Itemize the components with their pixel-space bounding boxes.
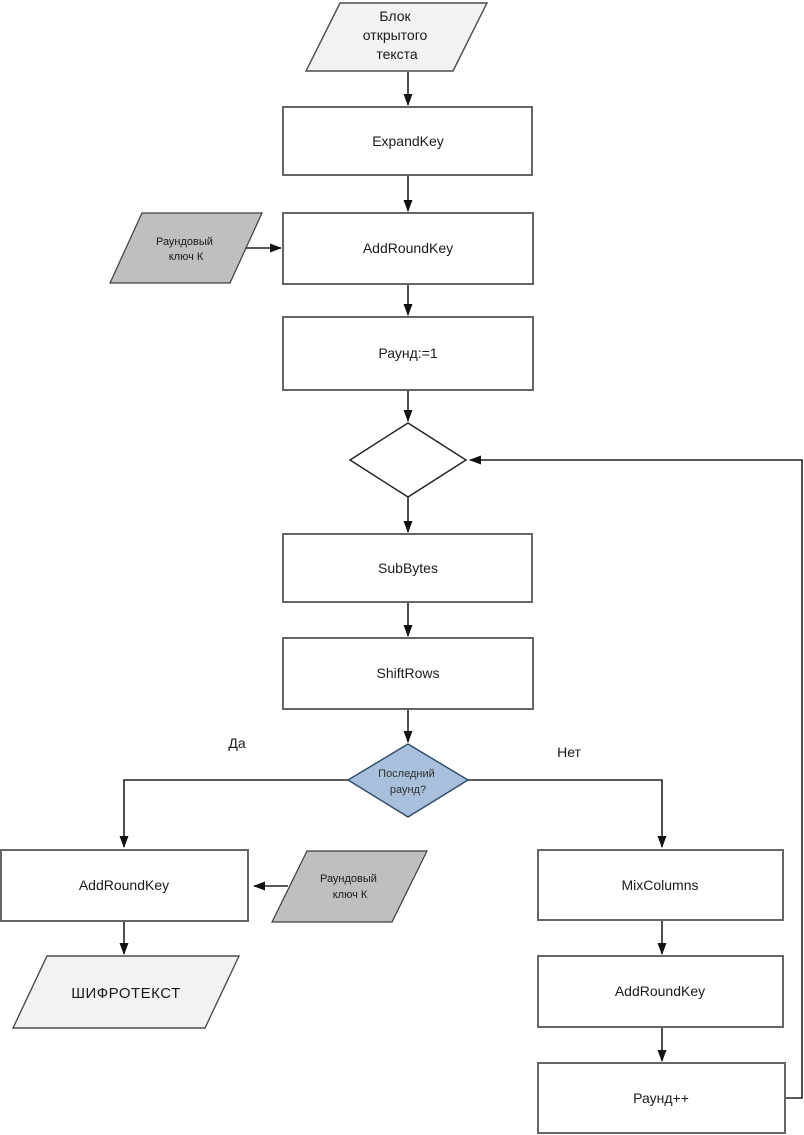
last-round-diamond bbox=[346, 743, 470, 818]
edges bbox=[119, 72, 803, 1099]
node-shift-rows: ShiftRows bbox=[282, 637, 534, 710]
round-key-top-label: Раундовый ключ К bbox=[156, 236, 216, 263]
node-expand-key: ExpandKey bbox=[282, 106, 533, 176]
mix-columns-box bbox=[537, 849, 784, 921]
add-round-key-top-box bbox=[282, 212, 534, 285]
plaintext-parallelogram bbox=[304, 2, 489, 72]
node-round-increment: Раунд++ bbox=[537, 1062, 786, 1134]
branch-labels: Да Нет bbox=[228, 735, 581, 760]
ciphertext-parallelogram bbox=[11, 955, 241, 1029]
mix-columns-label: MixColumns bbox=[621, 877, 698, 893]
node-round-key-input-final: Раундовый ключ К bbox=[271, 850, 428, 923]
round-key-final-label: Раундовый ключ К bbox=[320, 873, 380, 901]
node-loop-entry-decision bbox=[348, 422, 468, 498]
last-round-label: Последний раунд? bbox=[378, 768, 438, 796]
node-last-round-decision: Последний раунд? bbox=[346, 743, 470, 818]
node-sub-bytes: SubBytes bbox=[282, 533, 533, 603]
sub-bytes-box bbox=[282, 533, 533, 603]
sub-bytes-label: SubBytes bbox=[378, 560, 438, 576]
node-add-round-key-final: AddRoundKey bbox=[0, 849, 249, 922]
shift-rows-label: ShiftRows bbox=[376, 665, 439, 681]
node-plaintext-block: Блок открытого текста bbox=[304, 2, 489, 72]
loop-entry-diamond bbox=[348, 422, 468, 498]
add-round-key-loop-box bbox=[537, 955, 784, 1028]
expand-key-box bbox=[282, 106, 533, 176]
node-round-key-input-top: Раундовый ключ К bbox=[109, 212, 263, 284]
round-increment-box bbox=[537, 1062, 786, 1134]
no-branch-label: Нет bbox=[557, 744, 581, 760]
round-key-top-parallelogram bbox=[109, 212, 263, 284]
shift-rows-box bbox=[282, 637, 534, 710]
edge-yes-branch bbox=[119, 779, 348, 848]
yes-branch-label: Да bbox=[228, 735, 245, 751]
edge-no-branch bbox=[468, 779, 667, 848]
node-add-round-key-loop: AddRoundKey bbox=[537, 955, 784, 1028]
node-ciphertext: ШИФРОТЕКСТ bbox=[11, 955, 241, 1029]
round-increment-label: Раунд++ bbox=[633, 1090, 689, 1106]
node-mix-columns: MixColumns bbox=[537, 849, 784, 921]
plaintext-label: Блок открытого текста bbox=[363, 8, 431, 62]
node-round-init: Раунд:=1 bbox=[282, 316, 534, 391]
round-key-final-parallelogram bbox=[271, 850, 428, 923]
add-round-key-loop-label: AddRoundKey bbox=[615, 983, 705, 999]
expand-key-label: ExpandKey bbox=[372, 133, 444, 149]
node-add-round-key-top: AddRoundKey bbox=[282, 212, 534, 285]
add-round-key-final-box bbox=[0, 849, 249, 922]
ciphertext-label: ШИФРОТЕКСТ bbox=[71, 985, 181, 1002]
round-init-box bbox=[282, 316, 534, 391]
edge-feedback-loop bbox=[469, 455, 803, 1099]
add-round-key-top-label: AddRoundKey bbox=[363, 240, 453, 256]
round-init-label: Раунд:=1 bbox=[378, 345, 437, 361]
add-round-key-final-label: AddRoundKey bbox=[79, 877, 169, 893]
